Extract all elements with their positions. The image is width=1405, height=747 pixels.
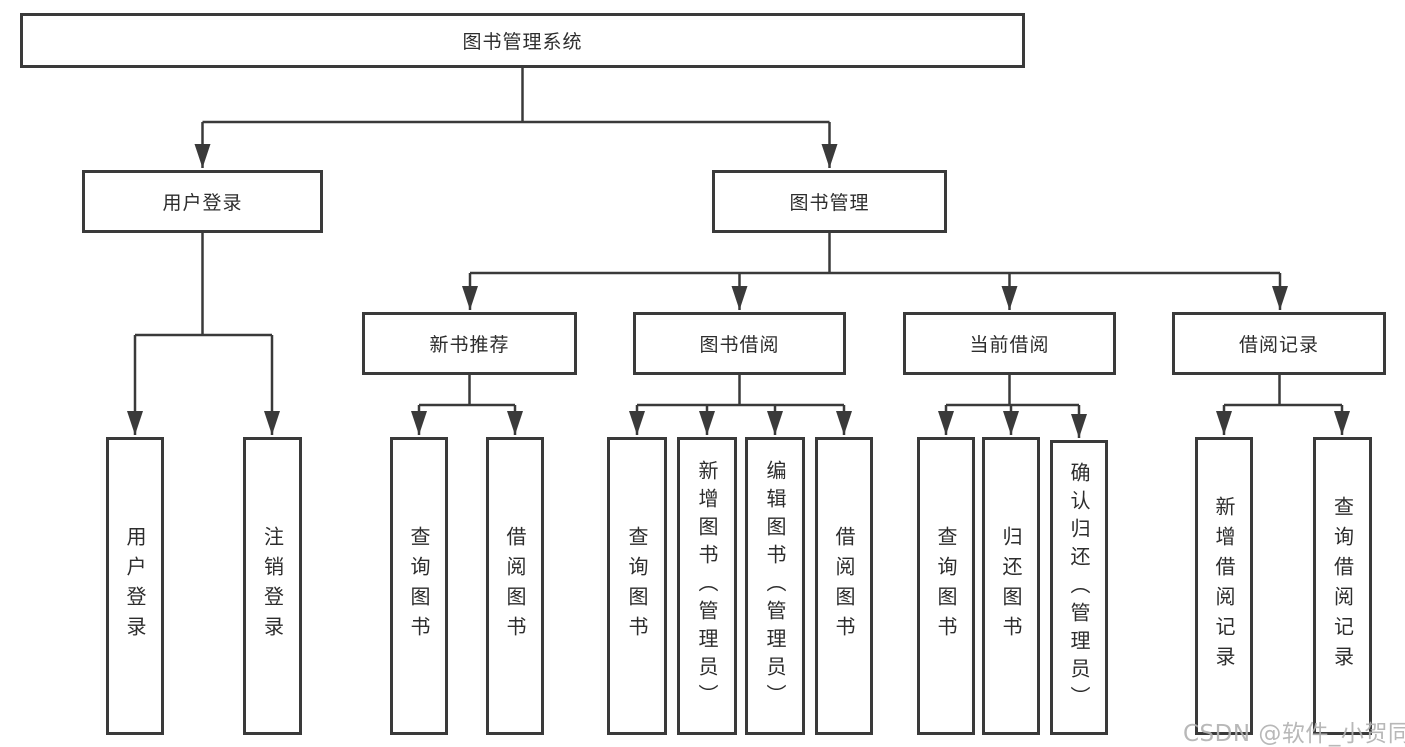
leaf-add-books-admin: 新增图书（管理员） xyxy=(677,437,737,735)
leaf-borrow-books-recommend: 借阅图书 xyxy=(486,437,544,735)
node-book-borrow: 图书借阅 xyxy=(633,312,846,375)
leaf-borrow-books: 借阅图书 xyxy=(815,437,873,735)
leaf-user-login: 用户登录 xyxy=(106,437,164,735)
node-new-book-recommend: 新书推荐 xyxy=(362,312,577,375)
leaf-query-books-borrow: 查询图书 xyxy=(607,437,667,735)
leaf-query-books-current: 查询图书 xyxy=(917,437,975,735)
node-book-management: 图书管理 xyxy=(712,170,947,233)
leaf-confirm-return-admin: 确认归还（管理员） xyxy=(1050,440,1108,735)
leaf-add-borrow-record: 新增借阅记录 xyxy=(1195,437,1253,735)
node-user-login: 用户登录 xyxy=(82,170,323,233)
leaf-edit-books-admin: 编辑图书（管理员） xyxy=(745,437,805,735)
node-borrow-records: 借阅记录 xyxy=(1172,312,1386,375)
leaf-logout: 注销登录 xyxy=(243,437,302,735)
leaf-return-books: 归还图书 xyxy=(982,437,1040,735)
node-current-borrow: 当前借阅 xyxy=(903,312,1116,375)
csdn-watermark: CSDN @软件_小贺同学 xyxy=(1183,721,1405,747)
node-library-management-system: 图书管理系统 xyxy=(20,13,1025,68)
leaf-query-borrow-record: 查询借阅记录 xyxy=(1313,437,1372,735)
leaf-query-books-recommend: 查询图书 xyxy=(390,437,448,735)
